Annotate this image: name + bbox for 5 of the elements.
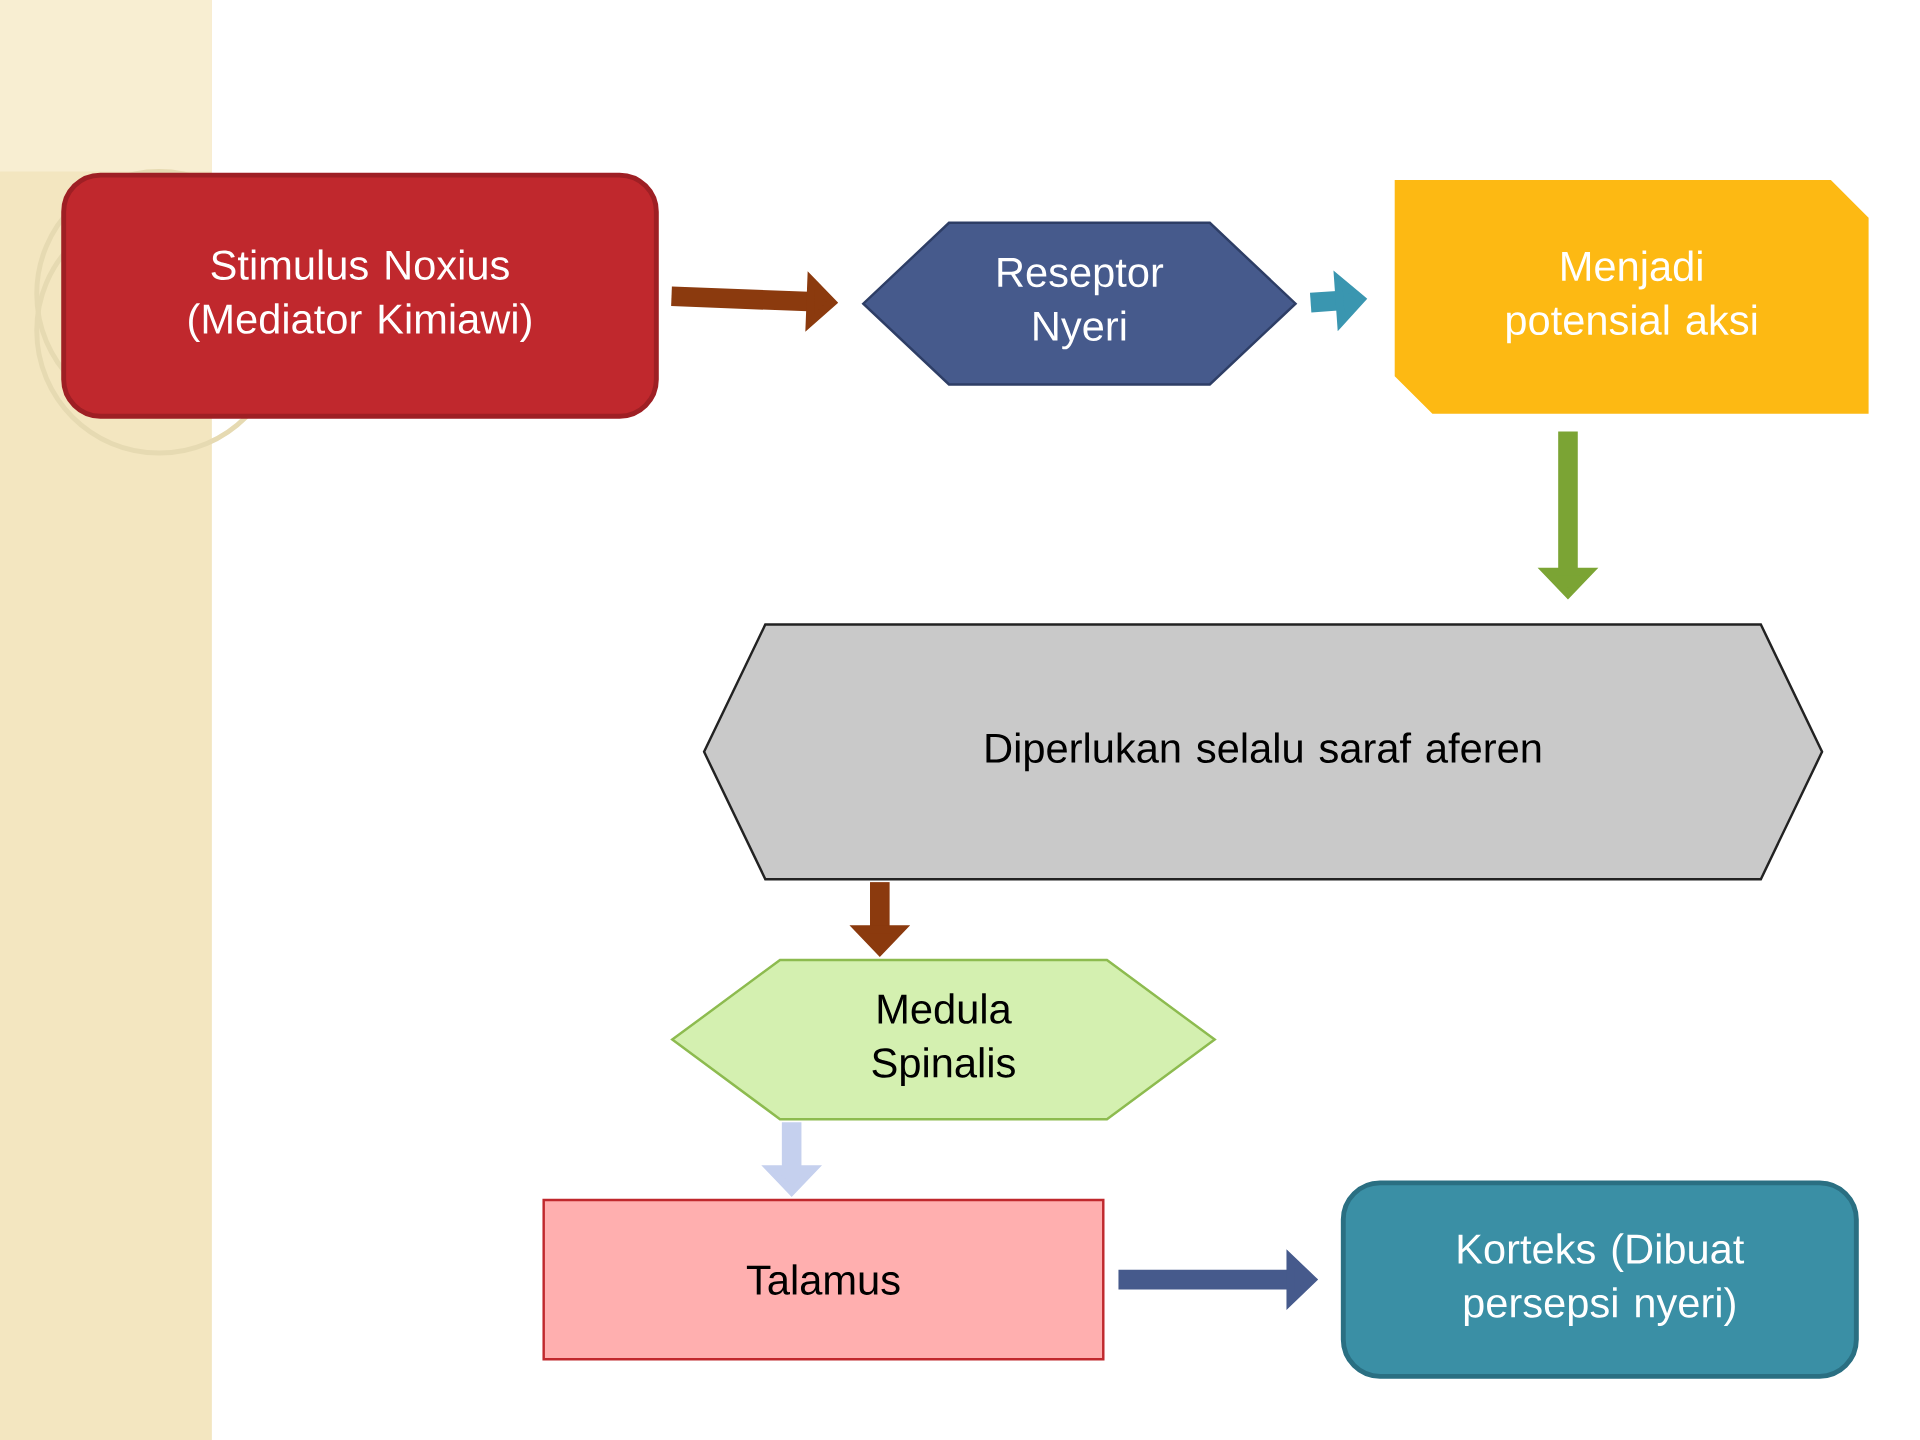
cut-corner-box: Menjadi potensial aksi (1389, 175, 1874, 419)
rounded-box: Stimulus Noxius (Mediator Kimiawi) (61, 172, 659, 419)
hexagon-box: Diperlukan selalu saraf aferen (702, 623, 1824, 881)
process-box: Talamus (542, 1198, 1105, 1361)
rounded-box: Korteks (Dibuat persepsi nyeri) (1340, 1180, 1859, 1379)
